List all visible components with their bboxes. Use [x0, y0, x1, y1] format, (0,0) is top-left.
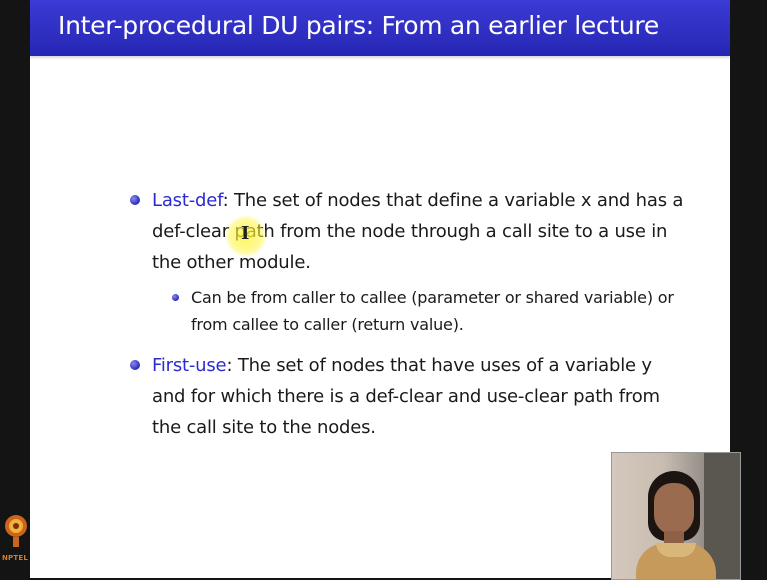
bullet-icon	[130, 360, 140, 370]
slide: Inter-procedural DU pairs: From an earli…	[30, 0, 730, 578]
nptel-logo: NPTEL	[2, 512, 29, 566]
cursor-highlight	[225, 215, 267, 257]
presenter-video	[611, 452, 741, 580]
slide-title: Inter-procedural DU pairs: From an earli…	[58, 11, 659, 40]
i-beam-cursor-icon: I	[241, 223, 250, 244]
term-first-use: First-use	[152, 355, 227, 376]
subbullet-icon	[172, 294, 179, 301]
subbullet-item: Can be from caller to callee (parameter …	[172, 284, 690, 338]
logo-text: NPTEL	[2, 554, 29, 562]
bullet-item-first-use: First-use: The set of nodes that have us…	[130, 350, 690, 443]
subbullet-text: Can be from caller to callee (parameter …	[191, 288, 674, 334]
term-last-def: Last-def	[152, 190, 223, 211]
nptel-emblem-icon	[5, 515, 27, 547]
slide-content: Last-def: The set of nodes that define a…	[130, 185, 690, 443]
bullet-icon	[130, 195, 140, 205]
bullet-text: : The set of nodes that define a variabl…	[152, 190, 684, 273]
bullet-item-last-def: Last-def: The set of nodes that define a…	[130, 185, 690, 338]
bullet-text: : The set of nodes that have uses of a v…	[152, 355, 660, 438]
title-bar: Inter-procedural DU pairs: From an earli…	[30, 0, 730, 56]
